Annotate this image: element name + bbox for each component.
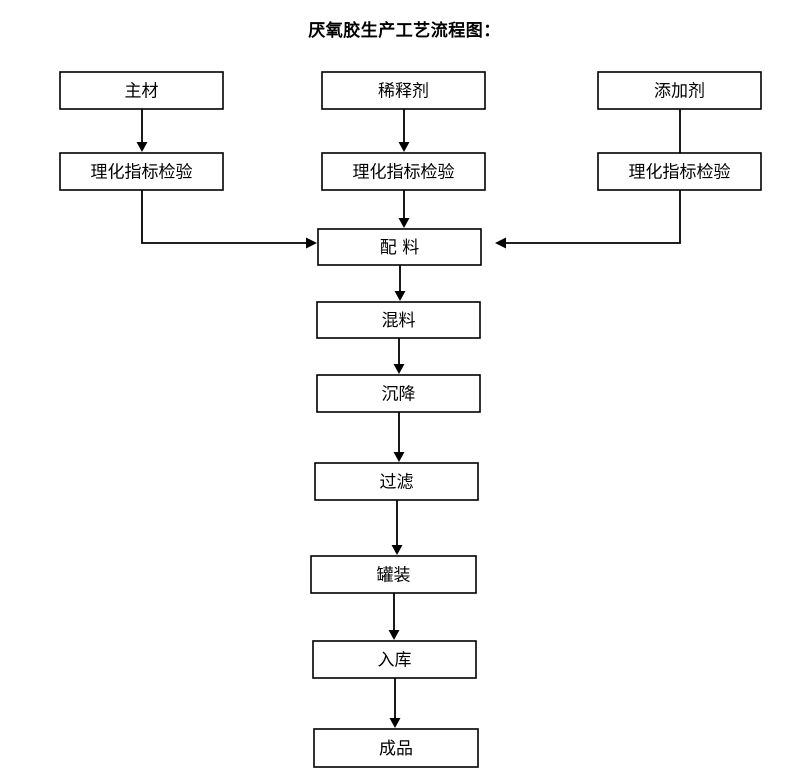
flow-node-n7[interactable]: 配 料: [317, 228, 482, 266]
connector-n7-to-n8: [394, 265, 406, 301]
node-label: 理化指标检验: [353, 163, 455, 183]
node-box[interactable]: [312, 640, 477, 679]
node-box[interactable]: [316, 301, 481, 339]
node-label: 主材: [125, 82, 159, 102]
connector-elbow: [141, 190, 307, 244]
connector-n9-to-n10: [393, 412, 405, 462]
node-label: 理化指标检验: [629, 163, 731, 183]
connector-n11-to-n12: [388, 593, 400, 640]
page-title: 厌氧胶生产工艺流程图：: [308, 21, 501, 41]
connector-n6-to-n7: [495, 190, 681, 249]
flow-node-n8[interactable]: 混料: [316, 301, 481, 339]
arrowhead-down: [394, 291, 406, 301]
node-label: 入库: [378, 651, 412, 671]
arrowhead-down: [393, 364, 405, 374]
connector-n5-to-n7: [398, 190, 410, 228]
node-label: 配 料: [380, 238, 419, 258]
connector-n8-to-n9: [393, 338, 405, 374]
node-box[interactable]: [59, 152, 224, 191]
node-box[interactable]: [597, 152, 762, 191]
flow-node-n1[interactable]: 主材: [59, 71, 224, 110]
node-label: 理化指标检验: [91, 163, 193, 183]
connectors-group: [136, 109, 681, 728]
node-box[interactable]: [317, 228, 482, 266]
arrowhead-down: [388, 630, 400, 640]
flow-node-n13[interactable]: 成品: [313, 728, 479, 768]
node-label: 过滤: [380, 473, 414, 493]
connector-n4-to-n7: [141, 190, 317, 249]
connector-n2-to-n5: [398, 109, 410, 152]
flow-node-n3[interactable]: 添加剂: [597, 71, 762, 110]
node-box[interactable]: [597, 71, 762, 110]
node-label: 罐装: [377, 566, 411, 586]
node-label: 沉降: [382, 385, 416, 405]
arrowhead-down: [398, 218, 410, 228]
connector-n12-to-n13: [389, 678, 401, 728]
arrowhead-left: [495, 237, 506, 249]
node-box[interactable]: [321, 71, 486, 110]
node-box[interactable]: [310, 555, 477, 594]
node-box[interactable]: [314, 462, 479, 501]
arrowhead-down: [136, 142, 148, 152]
node-label: 稀释剂: [378, 82, 429, 102]
flow-node-n5[interactable]: 理化指标检验: [321, 152, 486, 191]
flow-node-n11[interactable]: 罐装: [310, 555, 477, 594]
arrowhead-down: [393, 452, 405, 462]
connector-n1-to-n4: [136, 109, 148, 152]
connector-elbow: [505, 190, 681, 244]
node-box[interactable]: [59, 71, 224, 110]
flow-node-n9[interactable]: 沉降: [316, 374, 481, 413]
arrowhead-down: [398, 142, 410, 152]
connector-n10-to-n11: [391, 500, 403, 555]
flow-node-n2[interactable]: 稀释剂: [321, 71, 486, 110]
node-box[interactable]: [321, 152, 486, 191]
flow-node-n6[interactable]: 理化指标检验: [597, 152, 762, 191]
flow-node-n4[interactable]: 理化指标检验: [59, 152, 224, 191]
node-label: 混料: [382, 311, 416, 331]
flow-node-n12[interactable]: 入库: [312, 640, 477, 679]
flow-node-n10[interactable]: 过滤: [314, 462, 479, 501]
node-box[interactable]: [316, 374, 481, 413]
node-box[interactable]: [313, 728, 479, 768]
arrowhead-down: [391, 545, 403, 555]
arrowhead-down: [389, 718, 401, 728]
arrowhead-right: [306, 237, 317, 249]
node-label: 添加剂: [654, 82, 705, 102]
node-label: 成品: [379, 739, 413, 759]
